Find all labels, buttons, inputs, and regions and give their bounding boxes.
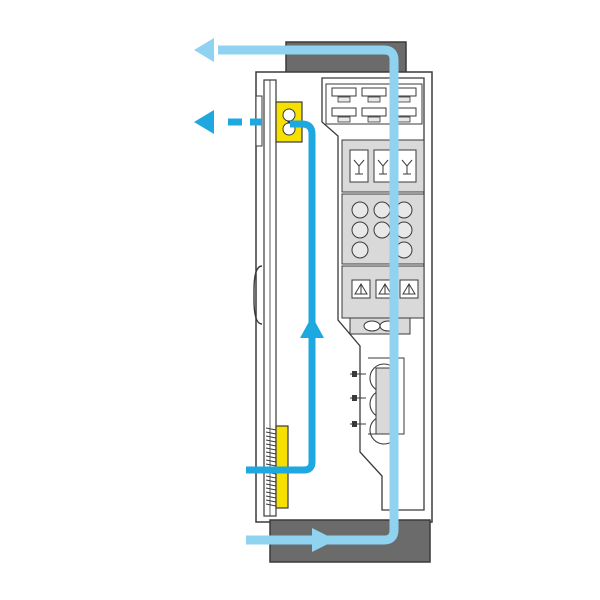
airflow-exhaust-arrow-icon [194,110,214,134]
fuse-holder [331,107,357,117]
transformer-terminal [352,395,357,401]
fuse-holder [361,87,387,97]
triac-symbol [401,159,413,175]
triac-module-icon [373,149,393,183]
airflow-intake-arrow-icon [312,528,336,552]
triac-symbol [353,159,365,175]
triac-symbol [377,159,389,175]
grille-slat [265,435,277,439]
circuit-breaker-block [341,193,425,265]
grille-slat [265,451,277,455]
relay-module [399,279,419,299]
transformer-frame [368,357,405,435]
fuse-terminal [397,116,411,123]
circuit-breaker-icon [351,201,369,219]
fan-blade [282,108,296,122]
circuit-breaker-icon [351,241,369,259]
grille-slat [265,499,277,503]
circuit-breaker-icon [373,221,391,239]
circuit-breaker-icon [351,221,369,239]
fan-hub [287,120,291,124]
grille-slat [265,459,277,463]
fuse-holder [361,107,387,117]
relay-symbol [354,283,368,295]
triac-module-block [341,139,425,193]
mounting-plate-outline [321,77,425,511]
grille-slat [265,463,277,467]
fuse-terminal [367,116,381,123]
grille-slat [265,427,277,431]
relay-module [351,279,371,299]
relay-symbol [402,283,416,295]
grille-slat [265,443,277,447]
grille-slat [265,455,277,459]
circuit-breaker-icon [373,201,391,219]
door-handle [253,265,263,325]
grille-slat [265,431,277,435]
relay-symbol [378,283,392,295]
grille-slat [265,491,277,495]
fan-blade [363,320,381,332]
grille-slat [265,483,277,487]
transformer-terminal [352,421,357,427]
triac-module-icon [349,149,369,183]
fuse-terminal [337,116,351,123]
grille-slat [265,479,277,483]
fuse-terminal [397,96,411,103]
transformer-terminal [352,371,357,377]
airflow-up-arrow-icon [300,316,324,338]
fuse-terminal [337,96,351,103]
grille-slat [265,487,277,491]
relay-module-block [341,265,425,319]
fuse-terminal [367,96,381,103]
airflow-door-path [246,120,316,474]
grille-slat [265,475,277,479]
grille-slat [265,503,277,507]
airflow-paths [194,38,399,552]
grille-slat [265,439,277,443]
grille-slat [265,447,277,451]
terminal-fuse-block [325,83,423,125]
triac-module-icon [397,149,417,183]
internal-fan [349,317,411,335]
airflow-exhaust-arrow-icon [194,38,214,62]
airflow-main-path [226,45,399,545]
grille-slat [265,495,277,499]
fuse-holder [331,87,357,97]
